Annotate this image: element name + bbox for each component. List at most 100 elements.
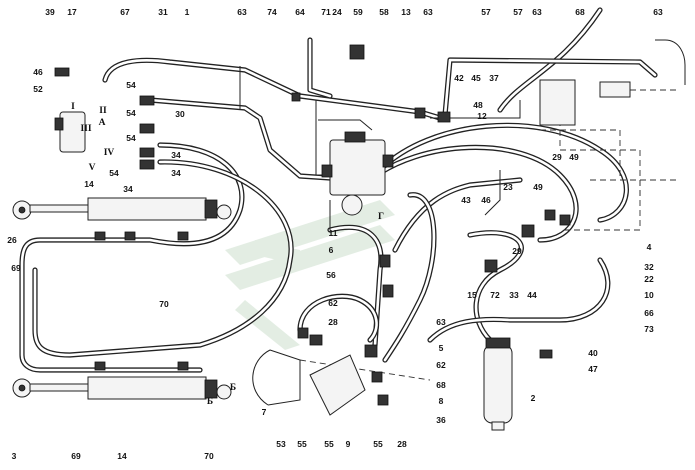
- section-label: Б: [207, 397, 213, 407]
- callout-label: 72: [490, 290, 500, 300]
- section-label: А: [99, 118, 106, 128]
- callout-label: 39: [45, 7, 55, 17]
- callout-label: 14: [84, 179, 94, 189]
- port-label: I: [71, 102, 75, 112]
- callout-label: 28: [328, 317, 338, 327]
- callout-label: 62: [328, 298, 338, 308]
- callout-label: 8: [439, 396, 444, 406]
- callout-label: 47: [588, 364, 598, 374]
- section-label: Б: [230, 383, 236, 393]
- callout-label: 31: [158, 7, 168, 17]
- callout-label: 6: [329, 245, 334, 255]
- callout-label: 63: [237, 7, 247, 17]
- callout-label: 54: [126, 80, 136, 90]
- callout-label: 11: [329, 228, 338, 238]
- callout-label: 9: [346, 439, 351, 449]
- callout-label: 30: [175, 109, 185, 119]
- callout-label: 71: [321, 7, 331, 17]
- callout-label: 62: [436, 360, 446, 370]
- callout-label: 46: [481, 195, 491, 205]
- callout-label: 56: [326, 270, 336, 280]
- callout-label: 34: [123, 184, 133, 194]
- callout-label: 43: [461, 195, 471, 205]
- callout-label: 26: [7, 235, 17, 245]
- callout-label: 68: [436, 380, 446, 390]
- callout-label: 29: [552, 152, 562, 162]
- callout-label: 15: [467, 290, 477, 300]
- callout-label: 42: [454, 73, 464, 83]
- callout-label: 36: [436, 415, 446, 425]
- upper-cylinder: [12, 197, 232, 221]
- callout-label: 63: [532, 7, 542, 17]
- callout-label: 32: [644, 262, 654, 272]
- callout-label: 1: [185, 7, 190, 17]
- callout-label: 57: [513, 7, 523, 17]
- callout-label: 55: [373, 439, 383, 449]
- port-label: III: [80, 124, 91, 134]
- callout-label: 46: [33, 67, 43, 77]
- section-label: Г: [378, 212, 384, 222]
- callout-label: 74: [267, 7, 277, 17]
- callout-label: 29: [512, 246, 522, 256]
- callout-label: 70: [159, 299, 169, 309]
- callout-label: 69: [11, 263, 21, 273]
- callout-label: 44: [527, 290, 537, 300]
- callout-label: 5: [439, 343, 444, 353]
- callout-label: 48: [473, 100, 483, 110]
- callout-label: 68: [575, 7, 585, 17]
- callout-label: 13: [401, 7, 411, 17]
- callout-label: 70: [204, 451, 214, 461]
- distribution-valve-block: [321, 131, 394, 216]
- callout-label: 57: [481, 7, 491, 17]
- control-unit: [54, 111, 86, 153]
- callout-label: 2: [531, 393, 536, 403]
- callout-label: 58: [379, 7, 389, 17]
- callout-label: 4: [647, 242, 652, 252]
- callout-label: 40: [588, 348, 598, 358]
- callout-label: 24: [332, 7, 342, 17]
- callout-label: 23: [503, 182, 513, 192]
- callout-label: 69: [71, 451, 81, 461]
- callout-label: 10: [644, 290, 654, 300]
- callout-label: 37: [489, 73, 499, 83]
- callout-label: 7: [262, 407, 267, 417]
- callout-label: 66: [644, 308, 654, 318]
- callout-label: 22: [644, 274, 654, 284]
- rigid-tubes: [239, 66, 521, 230]
- callout-label: 28: [397, 439, 407, 449]
- callout-label: 45: [471, 73, 481, 83]
- watermark-logo: [225, 200, 395, 350]
- callout-label: 49: [533, 182, 543, 192]
- filter-canister: [483, 337, 513, 431]
- port-label: IV: [104, 148, 115, 158]
- callout-label: 59: [353, 7, 363, 17]
- callout-label: 54: [126, 133, 136, 143]
- callout-label: 73: [644, 324, 654, 334]
- callout-label: 63: [423, 7, 433, 17]
- callout-label: 34: [171, 150, 181, 160]
- callout-label: 67: [120, 7, 130, 17]
- callout-label: 3: [12, 451, 17, 461]
- callout-label: 52: [33, 84, 43, 94]
- callout-label: 12: [477, 111, 487, 121]
- callout-label: 54: [126, 108, 136, 118]
- callout-label: 53: [276, 439, 286, 449]
- fittings: [54, 44, 571, 406]
- pump-unit: [252, 349, 366, 416]
- port-label: II: [99, 106, 107, 116]
- lower-cylinder: [12, 376, 232, 400]
- callout-label: 55: [324, 439, 334, 449]
- callout-label: 64: [295, 7, 305, 17]
- callout-label: 63: [436, 317, 446, 327]
- callout-label: 14: [117, 451, 127, 461]
- port-label: V: [89, 163, 96, 173]
- callout-label: 55: [297, 439, 307, 449]
- callout-label: 33: [509, 290, 519, 300]
- tank-bracket: [539, 39, 686, 126]
- callout-label: 63: [653, 7, 663, 17]
- hose-lines: [19, 7, 658, 373]
- callout-label: 54: [109, 168, 119, 178]
